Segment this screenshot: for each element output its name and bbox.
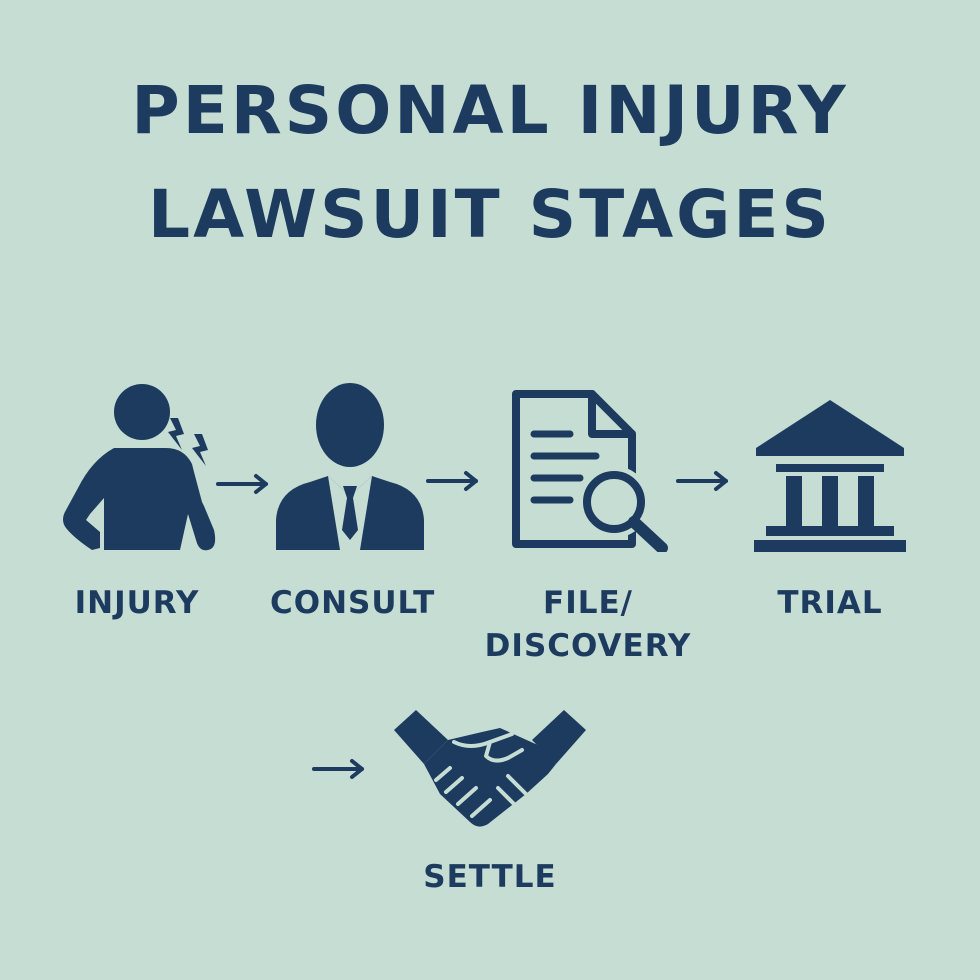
stage-label-file: FILE/ [543,585,633,621]
title-line-1: PERSONAL INJURY [131,72,849,149]
title-line-2: LAWSUIT STAGES [148,176,832,253]
courthouse-icon [754,400,906,552]
arrow-right-icon [426,471,478,491]
stage-label-consult: CONSULT [270,585,436,621]
document-search-icon [512,390,668,552]
arrow-right-icon [676,471,728,491]
handshake-icon [394,710,586,827]
arrow-right-icon [312,759,364,779]
stage-label-injury: INJURY [74,585,200,621]
stage-label-discovery: DISCOVERY [484,628,692,664]
injured-person-icon [63,384,216,551]
stage-label-trial: TRIAL [777,585,883,621]
arrow-right-icon [216,474,268,494]
stage-label-settle: SETTLE [423,859,557,895]
lawyer-icon [276,383,424,550]
